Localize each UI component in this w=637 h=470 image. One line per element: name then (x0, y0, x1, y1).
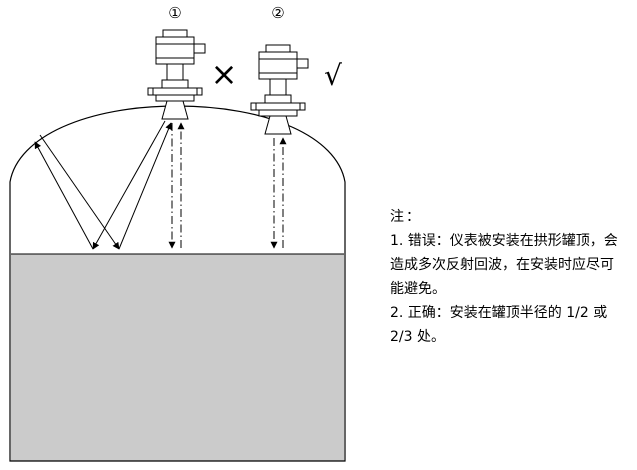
cable-gland (296, 58, 309, 69)
wrong-mark-icon: × (211, 55, 238, 93)
liquid-level-fill (11, 254, 344, 461)
sensor-1-label: ① (168, 4, 181, 22)
note-item-wrong: 1. 错误：仪表被安装在拱形罐顶，会造成多次反射回波，在安装时应尽可能避免。 (390, 233, 618, 297)
note-block: 注： 1. 错误：仪表被安装在拱形罐顶，会造成多次反射回波，在安装时应尽可能避免… (390, 205, 618, 349)
note-title: 注： (390, 209, 422, 225)
multi-reflection-arrows (34, 120, 172, 250)
transmitter-2 (250, 44, 309, 135)
flange-1 (147, 87, 203, 96)
cable-gland (193, 43, 206, 54)
horn-antenna-2 (264, 115, 292, 135)
correct-mark-icon: √ (324, 59, 342, 92)
sensor2-beam-arrows (270, 137, 287, 249)
transmitter-1 (147, 29, 206, 120)
sensor1-beam-arrows (168, 122, 185, 249)
note-item-correct: 2. 正确：安装在罐顶半径的 1/2 或 2/3 处。 (390, 305, 608, 345)
horn-antenna-1 (161, 100, 189, 120)
flange-2 (250, 102, 306, 111)
sensor-2-label: ② (271, 4, 284, 22)
